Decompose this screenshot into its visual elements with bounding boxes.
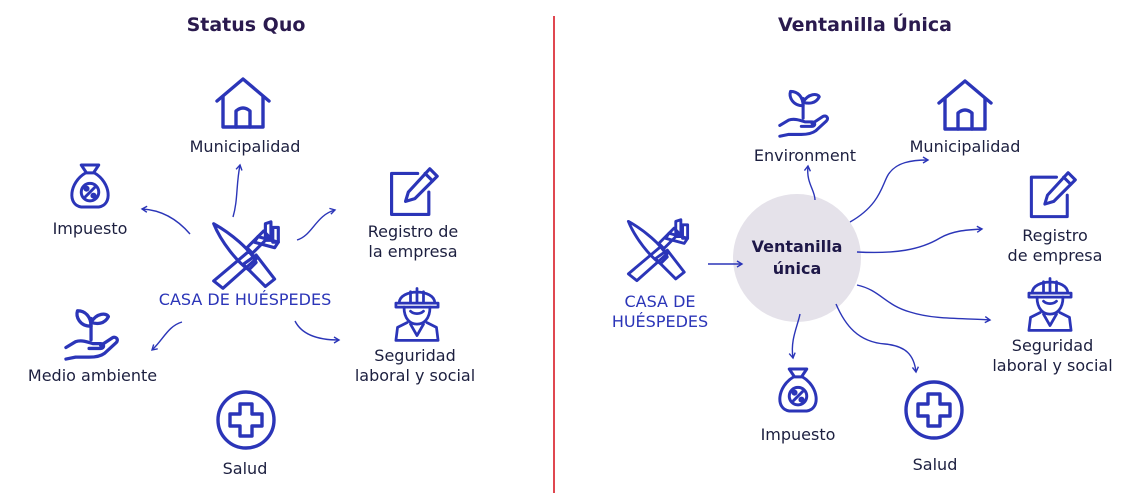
arrow-to-salud: [835, 303, 920, 374]
house-icon: [937, 79, 993, 131]
ventanilla-hub-label: Ventanilla única: [751, 237, 843, 278]
municipalidad-label: Municipalidad: [909, 137, 1021, 156]
money-bag-icon: [778, 367, 818, 413]
salud-label: Salud: [222, 459, 268, 478]
ventanilla-hub: [733, 194, 861, 322]
seguridad-label: Seguridad laboral y social: [992, 336, 1113, 375]
impuesto-label: Impuesto: [760, 425, 836, 444]
health-cross-icon: [904, 380, 964, 440]
salud-label: Salud: [912, 455, 958, 474]
worker-icon: [1027, 277, 1073, 332]
medio-ambiente-label: Medio ambiente: [27, 366, 158, 385]
fork-knife-icon: [626, 218, 690, 283]
arrow-to-registro: [296, 207, 337, 241]
arrow-to-impuesto: [140, 205, 191, 235]
arrow-to-medio-ambiente: [150, 321, 183, 351]
registro-label: Registro de la empresa: [367, 222, 459, 261]
arrow-to-seguridad: [856, 284, 992, 324]
edit-icon: [1029, 171, 1077, 219]
seguridad-label: Seguridad laboral y social: [354, 346, 476, 385]
right-panel-title: Ventanilla Única: [777, 14, 953, 36]
arrow-to-registro: [856, 225, 984, 254]
environment-label: Environment: [753, 146, 857, 165]
plant-hand-icon: [778, 89, 830, 138]
casa-de-huespedes-label: CASA DE HUÉSPEDES: [611, 292, 709, 331]
municipalidad-label: Municipalidad: [189, 137, 301, 156]
arrow-to-municipalidad: [849, 156, 930, 223]
impuesto-label: Impuesto: [52, 219, 128, 238]
arrow-to-impuesto: [788, 313, 801, 360]
arrow-to-environment: [803, 164, 816, 201]
registro-label: Registro de empresa: [1007, 226, 1103, 265]
arrow-to-seguridad: [294, 320, 341, 344]
left-panel-title: Status Quo: [186, 14, 306, 36]
arrow-to-municipalidad: [232, 163, 243, 218]
section-divider: [553, 16, 555, 493]
casa-de-huespedes-label: CASA DE HUÉSPEDES: [158, 290, 332, 309]
